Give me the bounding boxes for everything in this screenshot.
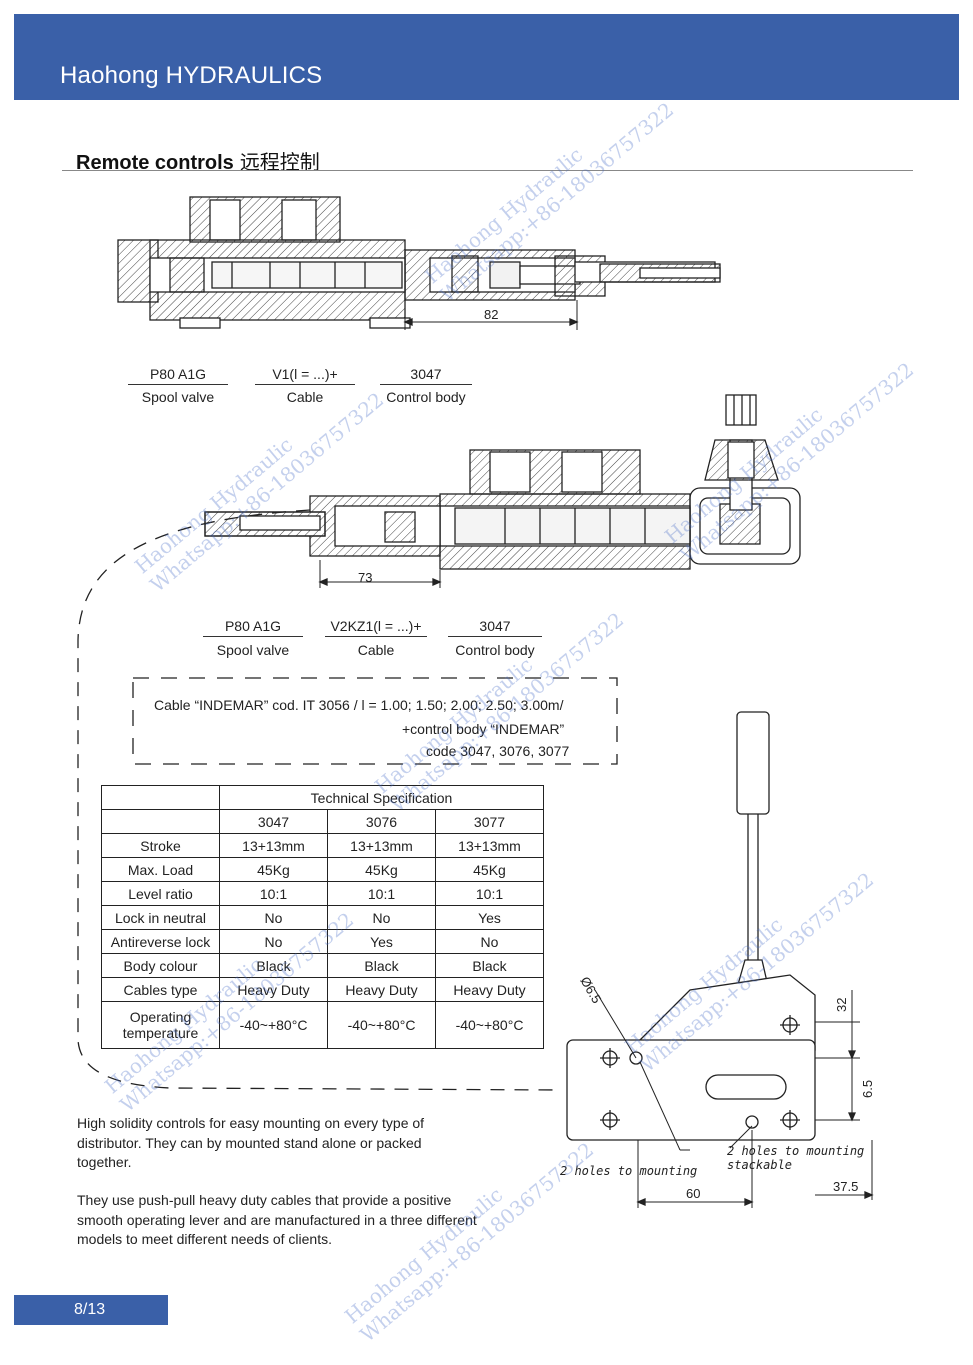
table-cell: 13+13mm xyxy=(219,833,328,858)
row-label: Level ratio xyxy=(101,881,220,906)
dimension-82: 82 xyxy=(484,307,498,322)
table-cell: 45Kg xyxy=(435,857,544,882)
label-cable-code-1: V1(l = ...)+ xyxy=(272,366,338,382)
row-label: Antireverse lock xyxy=(101,929,220,954)
page-number-bar: 8/13 xyxy=(14,1295,168,1325)
table-cell: -40~+80°C xyxy=(219,1001,328,1049)
table-cell: 45Kg xyxy=(219,857,328,882)
company-name: Haohong HYDRAULICS xyxy=(60,62,323,89)
table-cell: Yes xyxy=(435,905,544,930)
label-cable-name-2: Cable xyxy=(357,642,395,658)
technical-specification-table: Technical Specification 3047 3076 3077 S… xyxy=(101,785,544,1049)
label-rule xyxy=(325,636,427,637)
title-divider xyxy=(62,170,913,171)
table-cell: 10:1 xyxy=(327,881,436,906)
lever-control-drawing xyxy=(566,711,874,1208)
table-cell: 13+13mm xyxy=(435,833,544,858)
label-control-body-name-1: Control body xyxy=(386,389,466,405)
column-header: 3076 xyxy=(327,809,436,834)
cable-info-line-2: +control body “INDEMAR” xyxy=(402,721,565,737)
dimension-dia-6-5: Ø6.5 xyxy=(577,974,604,1006)
table-cell: No xyxy=(435,929,544,954)
table-cell: Heavy Duty xyxy=(327,977,436,1002)
label-spool-valve-code-1: P80 A1G xyxy=(149,366,207,382)
row-label: Max. Load xyxy=(101,857,220,882)
cable-info-line-3: code 3047, 3076, 3077 xyxy=(426,743,570,759)
cable-info-line-1: Cable “INDEMAR” cod. IT 3056 / l = 1.00;… xyxy=(154,697,564,713)
dashed-connector xyxy=(77,509,561,1091)
label-cable-code-2: V2KZ1(l = ...)+ xyxy=(330,618,422,634)
label-rule xyxy=(203,636,303,637)
label-rule xyxy=(255,384,355,385)
label-spool-valve-name-2: Spool valve xyxy=(216,642,290,658)
table-cell: Heavy Duty xyxy=(435,977,544,1002)
table-row: Stroke 13+13mm 13+13mm 13+13mm xyxy=(101,833,544,858)
table-cell: 10:1 xyxy=(435,881,544,906)
table-row: Body colour Black Black Black xyxy=(101,953,544,978)
label-cable-name-1: Cable xyxy=(286,389,324,405)
table-row: Level ratio 10:1 10:1 10:1 xyxy=(101,881,544,906)
row-label: Body colour xyxy=(101,953,220,978)
table-cell: 13+13mm xyxy=(327,833,436,858)
dimension-32: 32 xyxy=(834,998,849,1012)
table-row: Lock in neutral No No Yes xyxy=(101,905,544,930)
dimension-37-5: 37.5 xyxy=(833,1179,858,1194)
page-number: 8/13 xyxy=(74,1301,106,1318)
section-title-cn: 远程控制 xyxy=(239,152,320,174)
label-control-body-code-2: 3047 xyxy=(479,618,511,634)
section-title-en: Remote controls xyxy=(76,152,234,174)
note-mounting-holes-stackable-2: stackable xyxy=(727,1158,792,1172)
table-cell: 45Kg xyxy=(327,857,436,882)
table-cell: Heavy Duty xyxy=(219,977,328,1002)
description-paragraph-2: They use push-pull heavy duty cables tha… xyxy=(77,1192,477,1247)
dimension-73: 73 xyxy=(358,570,372,585)
label-control-body-name-2: Control body xyxy=(455,642,535,658)
table-cell: -40~+80°C xyxy=(327,1001,436,1049)
label-spool-valve-code-2: P80 A1G xyxy=(224,618,282,634)
table-corner-cell xyxy=(101,809,220,834)
table-header-row: Technical Specification xyxy=(101,785,544,810)
row-label: Stroke xyxy=(101,833,220,858)
dimension-6-5: 6.5 xyxy=(860,1080,875,1098)
table-corner-cell xyxy=(101,785,220,810)
table-column-header-row: 3047 3076 3077 xyxy=(101,809,544,834)
row-label: Lock in neutral xyxy=(101,905,220,930)
table-cell: -40~+80°C xyxy=(435,1001,544,1049)
note-mounting-holes: 2 holes to mounting xyxy=(560,1164,697,1178)
row-label: Operating temperature xyxy=(101,1001,220,1049)
label-control-body-code-1: 3047 xyxy=(410,366,442,382)
label-spool-valve-name-1: Spool valve xyxy=(141,389,215,405)
note-mounting-holes-stackable-1: 2 holes to mounting xyxy=(727,1144,864,1158)
description-paragraph-1: High solidity controls for easy mounting… xyxy=(77,1115,425,1170)
page-header-bar: Haohong HYDRAULICS xyxy=(14,14,959,100)
table-cell: Black xyxy=(435,953,544,978)
assembly-drawing-2 xyxy=(204,394,801,588)
table-cell: No xyxy=(219,905,328,930)
label-rule xyxy=(380,384,472,385)
table-row: Max. Load 45Kg 45Kg 45Kg xyxy=(101,857,544,882)
column-header: 3077 xyxy=(435,809,544,834)
table-row: Operating temperature -40~+80°C -40~+80°… xyxy=(101,1001,544,1049)
dimension-60: 60 xyxy=(686,1186,700,1201)
table-cell: Black xyxy=(327,953,436,978)
table-row: Cables type Heavy Duty Heavy Duty Heavy … xyxy=(101,977,544,1002)
cable-info-box-border xyxy=(132,677,618,765)
label-rule xyxy=(128,384,228,385)
column-header: 3047 xyxy=(219,809,328,834)
label-rule xyxy=(448,636,542,637)
assembly-drawing-1 xyxy=(117,196,721,330)
